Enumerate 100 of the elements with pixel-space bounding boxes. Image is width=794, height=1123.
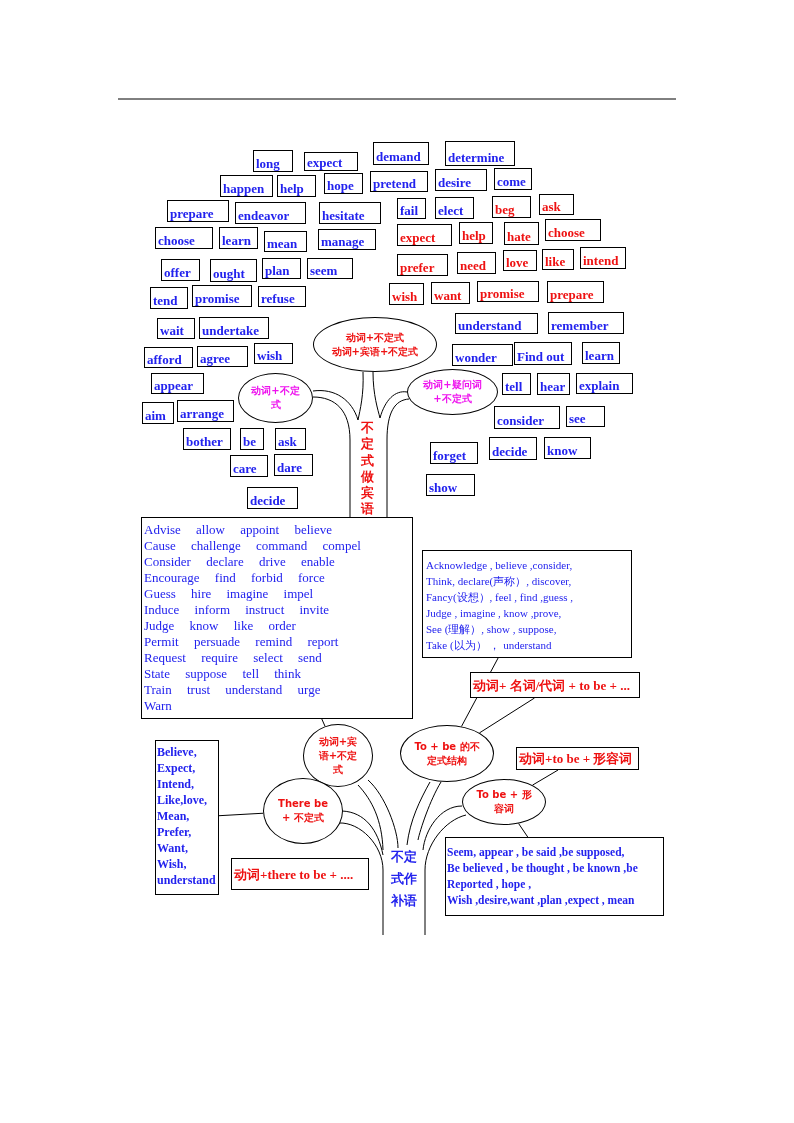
word-text: help (280, 181, 304, 196)
word-text: demand (376, 149, 421, 164)
word-box (435, 197, 474, 219)
word-text: hear (540, 379, 566, 394)
word-box (514, 342, 572, 365)
word-box (192, 285, 252, 307)
word-text: Consider declare drive enable (144, 554, 336, 570)
word-box (177, 400, 234, 422)
word-text: Seem, appear , be said ,be supposed, (447, 845, 626, 860)
word-text: come (497, 174, 526, 189)
word-text: hope (327, 178, 354, 193)
word-text: pretend (373, 176, 417, 191)
word-box (494, 406, 560, 429)
word-text: choose (158, 233, 195, 248)
word-box (566, 406, 605, 427)
word-text: understand (458, 318, 522, 333)
word-box (489, 437, 537, 460)
word-text: wish (392, 289, 418, 304)
word-box (240, 428, 264, 450)
word-text: endeavor (238, 208, 290, 223)
word-box (274, 454, 313, 476)
word-box (219, 227, 258, 249)
word-text: wonder (455, 350, 497, 365)
word-box (539, 194, 574, 215)
ellipse-text: 动词+不定式 (345, 330, 405, 345)
word-text: Wish ,desire,want ,plan ,expect , mean (447, 893, 636, 908)
word-text: learn (585, 348, 614, 363)
word-text: arrange (180, 406, 225, 421)
word-text: show (429, 480, 458, 495)
ellipse-text: To be + 形容词 (475, 788, 533, 816)
word-text: beg (495, 202, 515, 217)
word-text: Wish, (157, 856, 188, 872)
word-list-box (141, 517, 413, 719)
word-text: 动词+ 名词/代词 + to be + ... (473, 677, 630, 693)
word-box (220, 175, 273, 197)
word-text: Take (以为） ， understand (426, 638, 553, 653)
word-box (183, 428, 231, 450)
word-box (516, 747, 639, 770)
word-text: hate (507, 229, 531, 244)
word-text: love (506, 255, 529, 270)
word-box (157, 318, 195, 339)
word-text: Train trust understand urge (144, 682, 322, 698)
word-box (426, 474, 475, 496)
word-text: afford (147, 352, 182, 367)
word-box (542, 249, 574, 270)
word-box (254, 343, 293, 364)
word-text: wait (160, 323, 184, 338)
word-text: agree (200, 351, 231, 366)
ellipse-text: 动词+宾语+不定式 (331, 344, 419, 359)
word-box (459, 222, 493, 244)
word-box (537, 373, 571, 395)
ellipse-text: 动词+不定式 (250, 384, 301, 412)
word-box (319, 202, 381, 224)
word-text: see (569, 411, 586, 426)
word-box (253, 150, 293, 172)
word-box (151, 373, 204, 394)
word-text: bother (186, 434, 223, 449)
word-box (445, 141, 515, 166)
word-box (142, 402, 174, 424)
word-text: ask (278, 434, 297, 449)
word-box (304, 152, 358, 171)
word-text: plan (265, 263, 290, 278)
word-text: seem (310, 263, 338, 278)
word-text: consider (497, 413, 544, 428)
word-box (397, 254, 448, 276)
leader-line (518, 823, 529, 838)
word-box (144, 347, 193, 368)
word-box (545, 219, 601, 241)
word-text: 动词+to be + 形容词 (519, 751, 633, 766)
word-text: Cause challenge command compel (144, 538, 362, 554)
word-text: Mean, (157, 808, 191, 824)
word-text: Acknowledge , believe ,consider, (426, 558, 574, 573)
word-box (370, 171, 428, 192)
ellipse-text: 动词+疑问词+不定式 (422, 378, 483, 406)
word-box (457, 252, 496, 274)
word-text: Think, declare(声称）, discover, (426, 574, 573, 589)
ellipse-text: There be + 不定式 (277, 797, 329, 825)
leader-line (532, 769, 559, 786)
leader-line (479, 697, 535, 734)
word-text: aim (145, 408, 166, 423)
word-box (231, 858, 369, 890)
word-box (167, 200, 229, 222)
word-box (544, 437, 591, 459)
trunk-label: 不定式做宾语 (361, 420, 374, 518)
word-text: happen (223, 181, 265, 196)
word-box (470, 672, 640, 698)
word-text: expect (307, 155, 343, 170)
word-box (455, 313, 538, 334)
word-text: elect (438, 203, 464, 218)
word-box (580, 247, 626, 269)
word-text: Want, (157, 840, 189, 856)
word-text: dare (277, 460, 303, 475)
word-text: promise (195, 291, 240, 306)
word-text: prepare (170, 206, 214, 221)
word-text: decide (250, 493, 286, 508)
word-box (494, 168, 532, 190)
word-box (576, 373, 633, 394)
word-text: refuse (261, 291, 295, 306)
word-text: appear (154, 378, 193, 393)
word-text: undertake (202, 323, 260, 338)
